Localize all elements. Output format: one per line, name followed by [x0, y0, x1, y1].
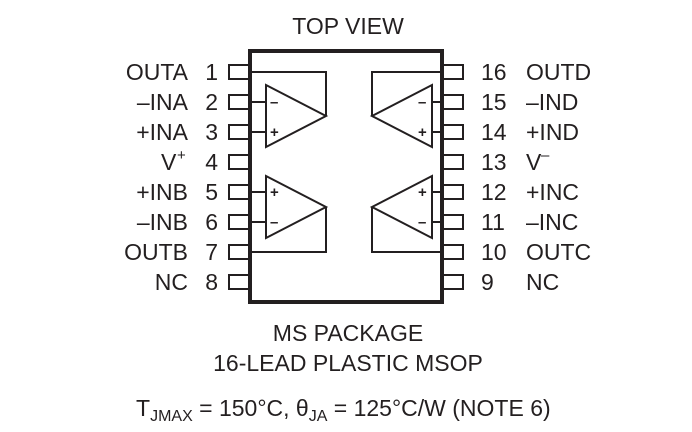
- pin-5-tab: [228, 184, 251, 200]
- package-description: 16-LEAD PLASTIC MSOP: [213, 350, 483, 376]
- pin-name-1: OUTA: [126, 59, 189, 85]
- pin-name-9: NC: [526, 269, 559, 295]
- pin-name-4-superscript: +: [177, 147, 186, 164]
- pin-4-tab: [228, 154, 251, 170]
- pin-number-4: 4: [205, 149, 218, 175]
- op-amp-b-output-wire: [250, 207, 327, 253]
- theta-symbol: θ: [296, 395, 309, 421]
- pin-name-13-superscript: –: [541, 147, 550, 164]
- pin-number-12: 12: [481, 179, 507, 205]
- op-amp-c-top-input-sign: +: [418, 184, 427, 201]
- right-pin-numbers: 16 15 14 13 12 11 10 9: [481, 59, 507, 295]
- op-amp-d-output-wire: [371, 71, 442, 116]
- pin-number-2: 2: [205, 89, 218, 115]
- op-amp-b: [250, 174, 329, 253]
- package-body: [248, 49, 444, 304]
- pin-11-tab: [441, 214, 464, 230]
- pin-number-1: 1: [205, 59, 218, 85]
- pin-3-tab: [228, 124, 251, 140]
- pin-number-11: 11: [481, 209, 505, 235]
- pin-name-4: V: [161, 149, 177, 175]
- pin-13-tab: [441, 154, 464, 170]
- pin-1-tab: [228, 64, 251, 80]
- left-pin-names: OUTA –INA +INA +INB –INB OUTB NC: [124, 59, 189, 295]
- pin-16-tab: [441, 64, 464, 80]
- pin-number-13: 13: [481, 149, 507, 175]
- pin-number-15: 15: [481, 89, 507, 115]
- pin-6-tab: [228, 214, 251, 230]
- pin-15-tab: [441, 94, 464, 110]
- pin-14-tab: [441, 124, 464, 140]
- package-name: MS PACKAGE: [273, 320, 423, 346]
- pin-name-14: +IND: [526, 119, 579, 145]
- pin-name-2: –INA: [137, 89, 189, 115]
- op-amp-d-triangle: [369, 83, 433, 149]
- pin-name-8: NC: [155, 269, 188, 295]
- op-amp-b-top-input-sign: +: [270, 184, 279, 201]
- op-amp-c-triangle: [369, 174, 433, 240]
- left-pin-numbers: 1 2 3 4 5 6 7 8: [205, 59, 218, 295]
- left-pin-tabs: [228, 64, 251, 290]
- theta-subscript: JA: [309, 408, 328, 425]
- pin-name-10: OUTC: [526, 239, 591, 265]
- op-amp-a: [250, 71, 329, 149]
- pin-12-tab: [441, 184, 464, 200]
- tjmax-value: = 150°C,: [193, 395, 296, 421]
- pin-name-15: –IND: [526, 89, 578, 115]
- op-amp-b-triangle: [265, 174, 329, 240]
- pin-name-13: V: [526, 149, 542, 175]
- right-pin-tabs: [441, 64, 464, 290]
- top-view-title: TOP VIEW: [292, 13, 404, 39]
- op-amp-a-top-input-sign: –: [270, 94, 278, 111]
- right-pin-names: OUTD –IND +IND V +INC –INC OUTC NC: [526, 59, 591, 295]
- pin-number-5: 5: [205, 179, 218, 205]
- pin-9-tab: [441, 274, 464, 290]
- theta-value: = 125°C/W (NOTE 6): [327, 395, 550, 421]
- pin-number-3: 3: [205, 119, 218, 145]
- thermal-spec: TJMAX = 150°C, θJA = 125°C/W (NOTE 6): [136, 395, 551, 425]
- op-amp-c: [369, 174, 442, 253]
- pin-name-12: +INC: [526, 179, 579, 205]
- pin-2-tab: [228, 94, 251, 110]
- pin-8-tab: [228, 274, 251, 290]
- pin-name-16: OUTD: [526, 59, 591, 85]
- pin-number-16: 16: [481, 59, 507, 85]
- op-amp-b-bottom-input-sign: –: [270, 214, 278, 231]
- tjmax-symbol: T: [136, 395, 150, 421]
- op-amp-c-output-wire: [371, 207, 442, 253]
- pin-name-5: +INB: [136, 179, 188, 205]
- pin-number-7: 7: [205, 239, 218, 265]
- pin-number-9: 9: [481, 269, 494, 295]
- op-amp-d-top-input-sign: –: [418, 94, 426, 111]
- pin-number-8: 8: [205, 269, 218, 295]
- pin-number-14: 14: [481, 119, 507, 145]
- pin-name-3: +INA: [136, 119, 188, 145]
- pin-name-11: –INC: [526, 209, 578, 235]
- op-amp-c-bottom-input-sign: –: [418, 214, 426, 231]
- tjmax-subscript: JMAX: [150, 408, 193, 425]
- pin-10-tab: [441, 244, 464, 260]
- op-amp-d-bottom-input-sign: +: [418, 124, 427, 141]
- pin-number-10: 10: [481, 239, 507, 265]
- pin-name-6: –INB: [137, 209, 188, 235]
- pin-7-tab: [228, 244, 251, 260]
- op-amp-a-bottom-input-sign: +: [270, 124, 279, 141]
- pin-number-6: 6: [205, 209, 218, 235]
- op-amp-d: [369, 71, 442, 149]
- pin-name-7: OUTB: [124, 239, 188, 265]
- op-amp-a-triangle: [265, 83, 329, 149]
- op-amp-a-output-wire: [250, 71, 327, 116]
